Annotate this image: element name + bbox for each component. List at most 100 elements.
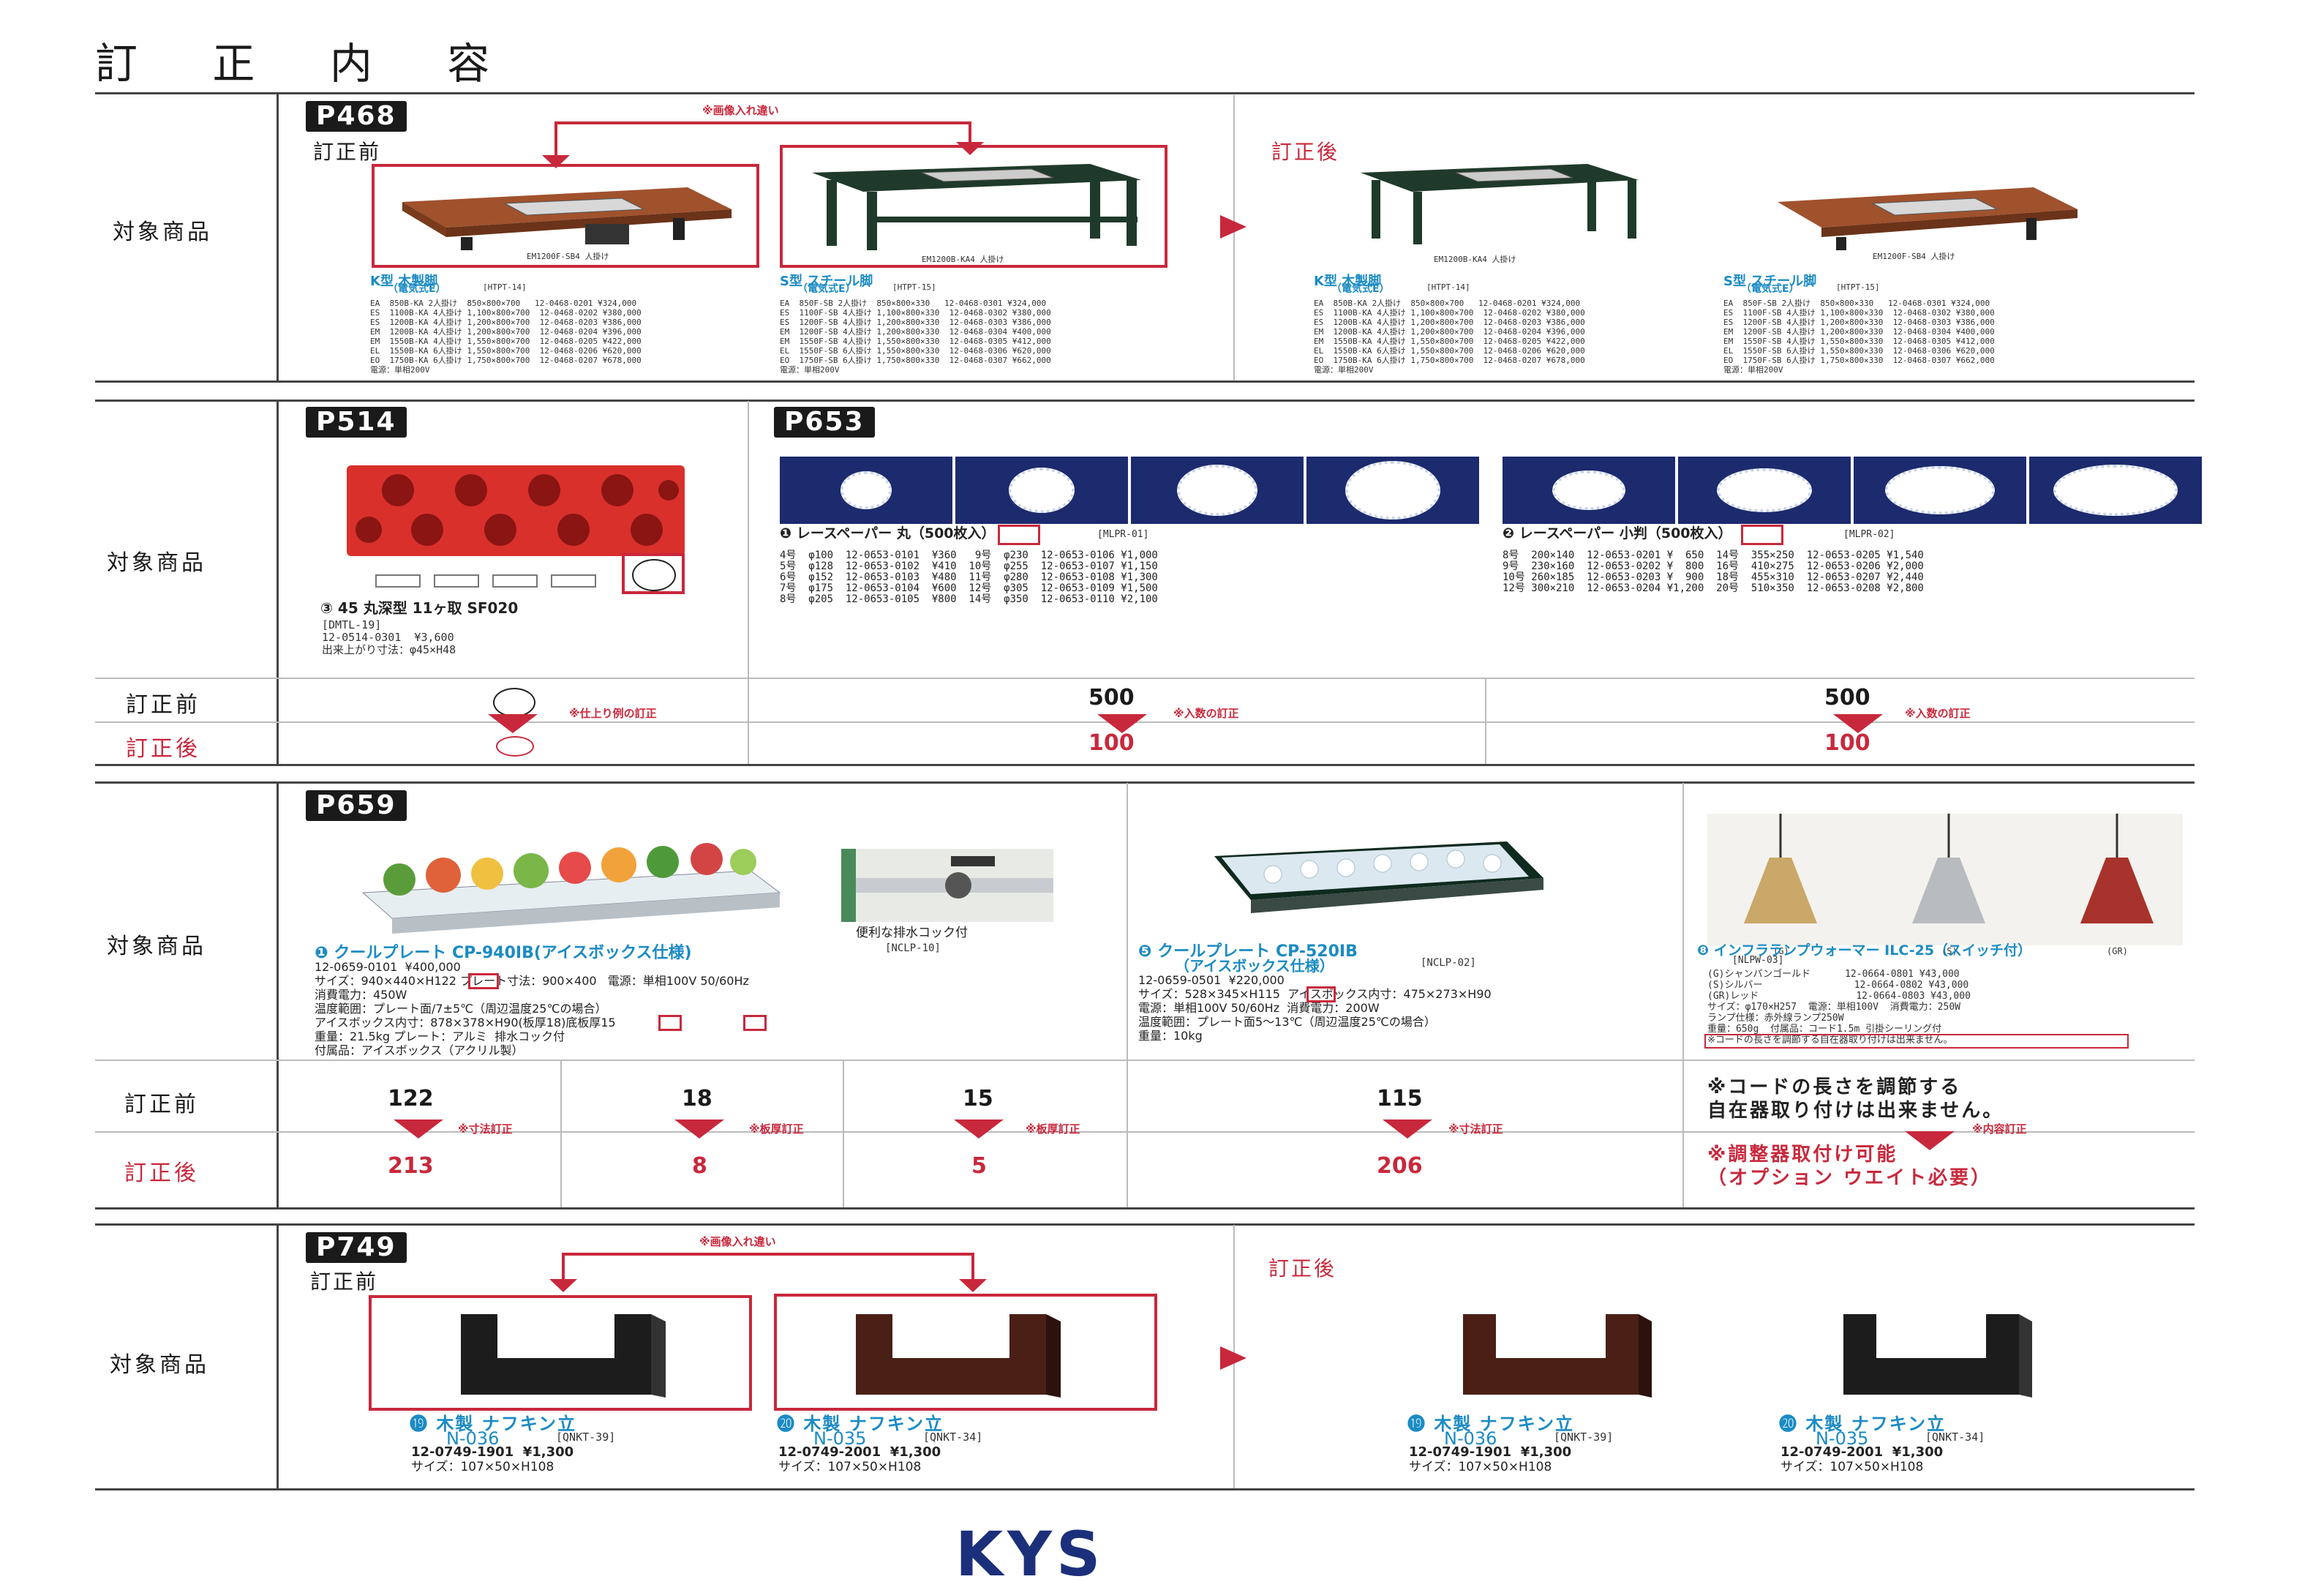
product-size: サイズ：107×50×H108 [1780,1460,1924,1474]
drain-cock-image [841,849,1053,922]
product-info: [DMTL-19] 12-0514-0301 ¥3,600 出来上がり寸法：φ4… [322,618,456,656]
correction-note: ※仕上り例の訂正 [569,707,657,720]
spec-table: EA 850F-SB 2人掛け 850×800×330 12-0468-0301… [780,299,1051,375]
product-name: ❷ レースペーパー 小判（500枚入） [1503,525,1732,541]
product-size: サイズ：107×50×H108 [411,1460,554,1474]
product-code: [NLPW-03] [1732,955,1784,966]
highlight-box [1306,986,1336,1002]
divider [748,401,749,764]
label-before: 訂正前 [126,692,200,718]
page-title: 訂 正 内 容 [95,39,521,89]
before-value: 15 [963,1086,993,1111]
divider [95,781,2195,784]
product-code: [QNKT-39] [1554,1430,1614,1444]
divider [277,781,279,1207]
correction-note: ※入数の訂正 [1905,707,1971,720]
product-code: [HTPT-14] [483,282,527,292]
arrow-down [394,1120,443,1139]
product-price: 12-0749-1901 ¥1,300 [411,1444,574,1460]
label-target: 対象商品 [107,550,206,576]
napkin-holder-black-image [461,1314,666,1398]
divider [843,1061,844,1207]
product-sub: （電気式E） [1741,283,1800,295]
image-caption: EM1200F-SB4 人掛け [527,252,609,261]
swap-arrow [969,121,971,143]
arrow-down [1833,714,1883,733]
page-tag: P659 [306,790,407,821]
arrow-down [1383,1120,1432,1139]
image-box [369,1295,752,1411]
arrow-down [674,1120,724,1139]
before-value: 500 [1088,685,1135,710]
lace-paper-image [1306,457,1479,524]
divider [95,1488,2195,1490]
highlight-box [998,525,1040,545]
before-heading: 訂正前 [313,140,382,164]
divider [95,92,2195,94]
highlight-box [743,1015,767,1031]
divider [95,1060,2195,1061]
arrow-right [1220,1346,1246,1370]
product-name: ❶ レースペーパー 丸（500枚入） [780,525,996,541]
page-tag: P653 [774,407,875,438]
divider [95,764,2195,766]
label-target: 対象商品 [110,1352,209,1378]
correction-note: ※入数の訂正 [1173,707,1239,720]
swap-note: ※画像入れ違い [699,1235,776,1248]
label-target: 対象商品 [113,220,212,245]
image-caption: EM1200B-KA4 人掛け [1434,255,1516,264]
swap-arrow [971,1253,974,1282]
product-name: ⓴ 木製 ナフキン立 [1779,1414,1946,1434]
divider [277,1223,279,1488]
product-model: N-035 [1816,1428,1869,1449]
teppan-table-steel-image [812,164,1141,250]
image-caption: 便利な排水コック付 [856,926,968,940]
product-name: K型 木製脚 [370,274,438,289]
label-target: 対象商品 [107,934,206,959]
product-name: S型 スチール脚 [780,274,873,289]
shape-circle [632,559,676,591]
divider [95,400,2195,402]
correction-note: ※寸法訂正 [458,1122,513,1136]
product-info: (G)シャンパンゴールド 12-0664-0801 ¥43,000 (S)シルバ… [1707,969,1971,1046]
divider [95,380,2195,383]
page-tag: P468 [306,101,407,132]
highlight-box [1741,525,1783,545]
cool-plate-520-image [1214,841,1543,913]
product-model: N-036 [446,1428,500,1449]
spec-table: 8号 200×140 12-0653-0201 ¥ 650 14号 355×25… [1503,550,1924,594]
lace-paper-image [955,457,1128,524]
swap-arrow [562,1253,565,1282]
before-value: 500 [1824,685,1870,710]
product-name: ❶ クールプレート CP-940IB(アイスボックス仕様) [315,944,692,962]
swap-arrow [554,121,557,158]
lace-paper-image [1131,457,1304,524]
product-name: S型 スチール脚 [1723,274,1817,289]
product-price: 12-0749-2001 ¥1,300 [778,1444,941,1460]
product-size: サイズ：107×50×H108 [1409,1460,1552,1474]
after-heading: 訂正後 [1268,1256,1337,1280]
arrow-down [1905,1131,1955,1150]
spec-table: EA 850B-KA 2人掛け 850×800×700 12-0468-0201… [370,299,642,375]
product-info: 12-0659-0101 ¥400,000 サイズ：940×440×H122 プ… [315,960,749,1057]
divider [277,92,279,380]
teppan-table-wood-image [402,187,732,250]
product-name: ❽ インフラランプウォーマー ILC-25（スイッチ付） [1697,942,2032,959]
arrow-down [954,1120,1004,1139]
before-heading: 訂正前 [310,1270,379,1294]
spec-table: 4号 φ100 12-0653-0101 ¥360 9号 φ230 12-065… [780,550,1158,605]
image-caption: EM1200B-KA4 人掛け [922,255,1004,264]
spec-table: EA 850F-SB 2人掛け 850×800×330 12-0468-0301… [1723,299,1995,375]
divider [95,1207,2195,1210]
cool-plate-940-image [361,843,781,934]
product-model: N-035 [813,1428,867,1449]
product-code: [QNKT-34] [923,1430,983,1444]
product-code: [HTPT-15] [1836,282,1880,292]
swap-arrow [562,1253,974,1256]
swap-arrow [554,121,971,124]
before-text: ※コードの長さを調節する 自在器取り付けは出来ません。 [1707,1076,2004,1122]
lamp-warmer-image [1707,814,2183,945]
product-code: [NCLP-10] [885,942,941,954]
product-info: 12-0659-0501 ¥220,000 サイズ：528×345×H115 ア… [1138,973,1492,1043]
product-name: ⓳ 木製 ナフキン立 [1407,1414,1574,1434]
